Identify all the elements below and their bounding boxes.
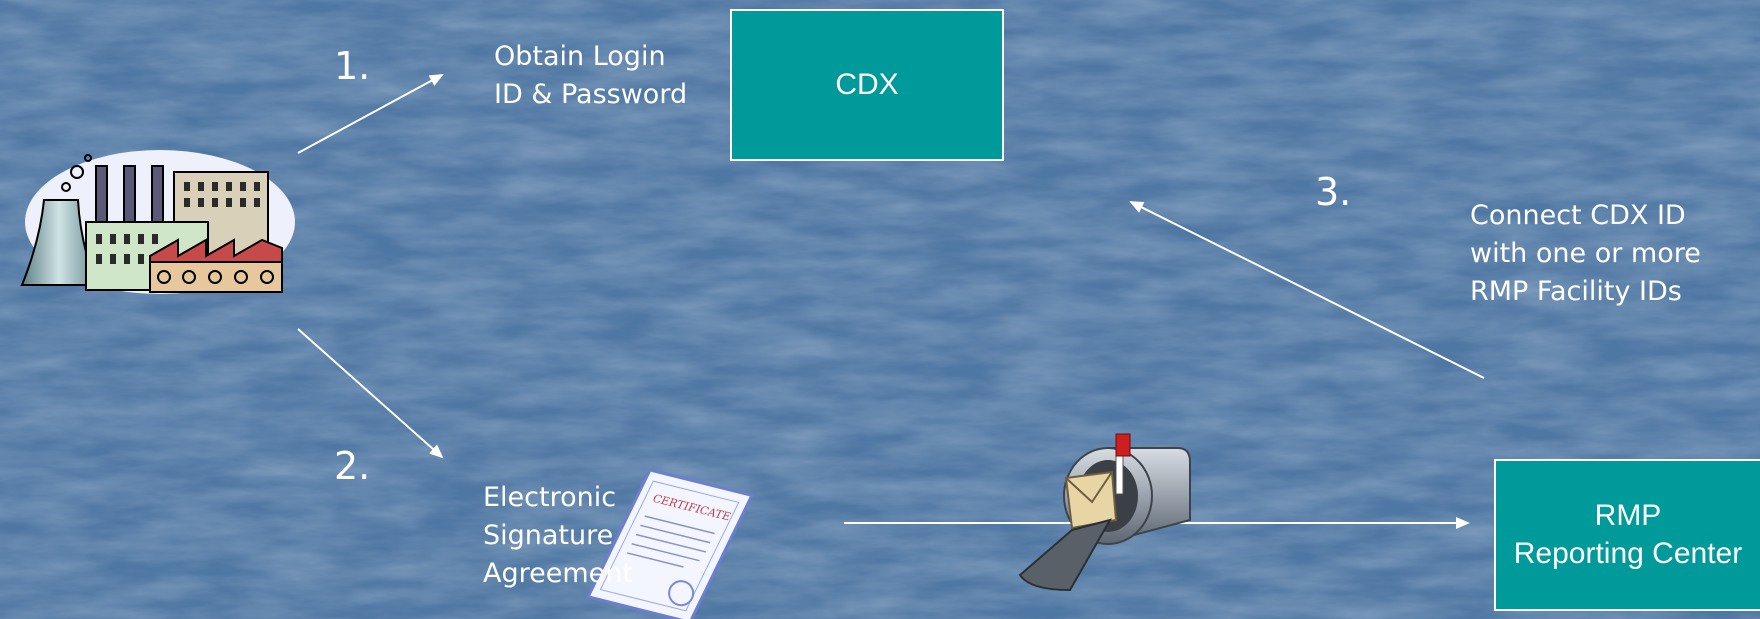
step-3-number: 3. — [1315, 170, 1352, 214]
connect-ids-label: Connect CDX ID with one or more RMP Faci… — [1470, 200, 1701, 307]
obtain-login-label: Obtain Login ID & Password — [494, 41, 688, 110]
arrow-step-3 — [1129, 201, 1485, 379]
factory-icon — [20, 150, 295, 294]
arrow-step-2 — [297, 328, 444, 459]
step-1-number: 1. — [334, 44, 371, 88]
step-2-number: 2. — [334, 444, 371, 488]
arrow-step-1 — [297, 74, 444, 154]
rmp-reporting-center-box: RMP Reporting Center — [1494, 459, 1760, 611]
signature-agreement-label: Electronic Signature Agreement — [483, 482, 633, 589]
cdx-box: CDX — [730, 9, 1004, 161]
certificate-icon: CERTIFICATE — [586, 468, 755, 619]
mailbox-icon — [1018, 433, 1191, 592]
